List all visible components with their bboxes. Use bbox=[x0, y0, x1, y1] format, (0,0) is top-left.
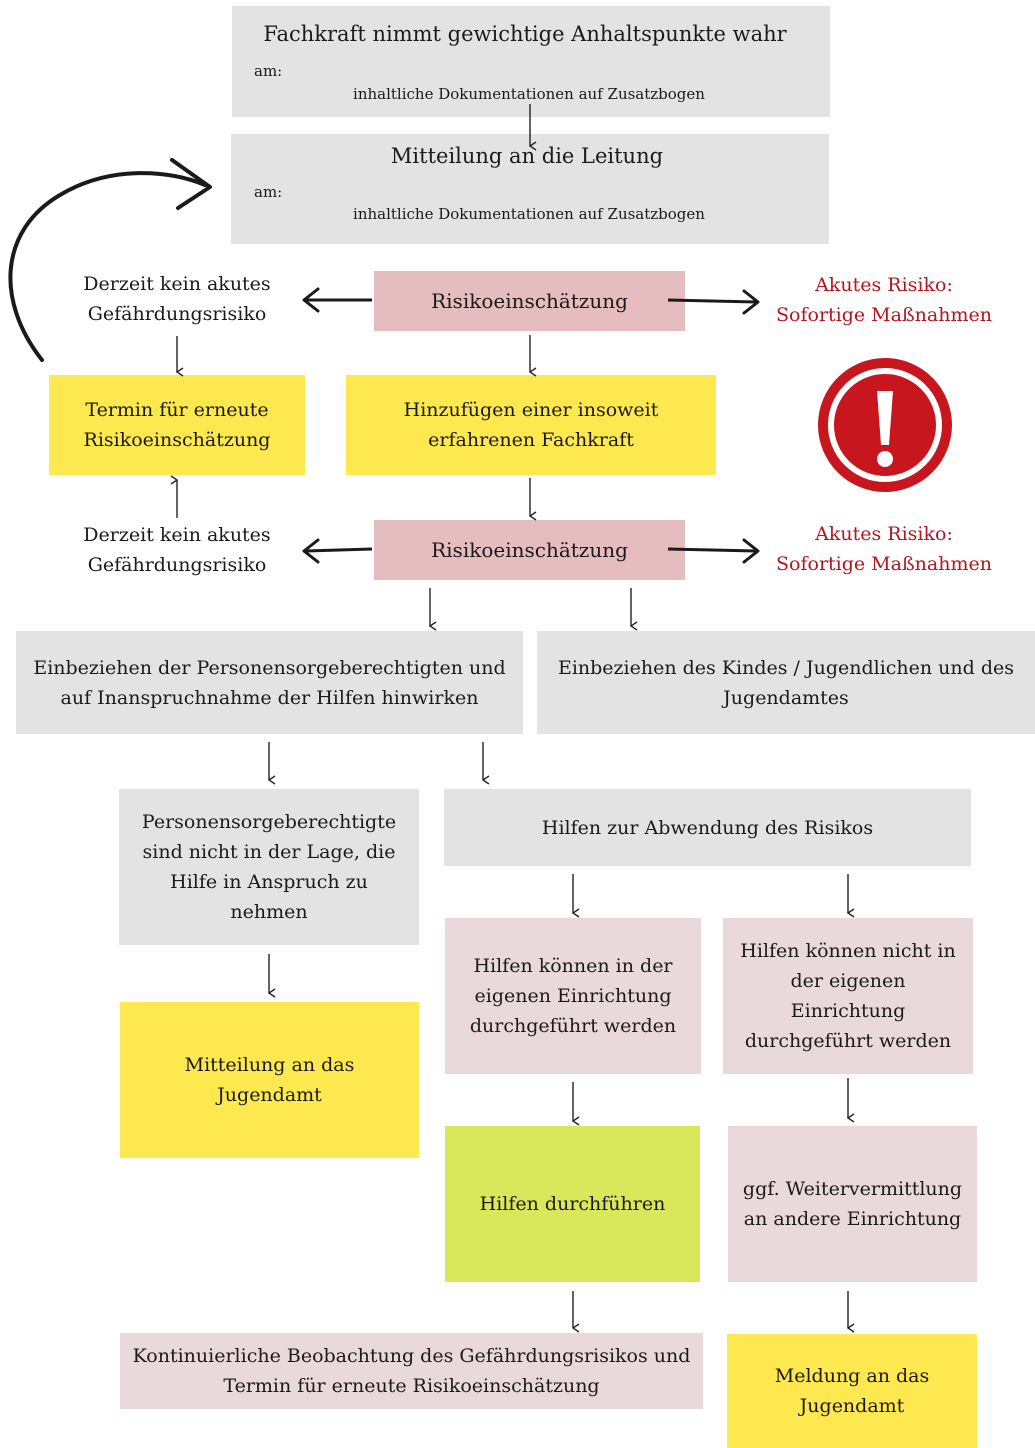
arrow-assess2-left bbox=[305, 547, 373, 553]
notify-youth-office: Mitteilung an das Jugendamt bbox=[120, 1002, 419, 1158]
referral-other-institution: ggf. Weitervermittlung an andere Einrich… bbox=[728, 1126, 977, 1282]
risk-assessment-1-label: Risikoeinschätzung bbox=[431, 289, 628, 313]
step-perceive-indicators bbox=[232, 6, 830, 117]
help-internal-label: Hilfen können in der eigenen Einrichtung… bbox=[469, 955, 677, 1037]
help-avert-risk: Hilfen zur Abwendung des Risikos bbox=[444, 789, 971, 866]
carry-out-help: Hilfen durchführen bbox=[445, 1126, 700, 1282]
help-internal: Hilfen können in der eigenen Einrichtung… bbox=[445, 918, 701, 1074]
report-youth-office: Meldung an das Jugendamt bbox=[727, 1334, 977, 1448]
risk-assessment-2: Risikoeinschätzung bbox=[374, 520, 685, 580]
step-notify-management-doc-note: inhaltliche Dokumentationen auf Zusatzbo… bbox=[353, 205, 705, 223]
arrow-feedback-head bbox=[170, 158, 212, 210]
notify-youth-office-label: Mitteilung an das Jugendamt bbox=[184, 1054, 355, 1106]
help-external: Hilfen können nicht in der eigenen Einri… bbox=[723, 918, 973, 1074]
involve-guardians-label: Einbeziehen der Personensorgeberechtigte… bbox=[33, 656, 506, 709]
warning-icon bbox=[817, 357, 953, 493]
involve-child-and-youth-office-label: Einbeziehen des Kindes / Jugendlichen un… bbox=[557, 656, 1015, 709]
arrow-assess2-right-head bbox=[742, 538, 760, 564]
risk-assessment-1: Risikoeinschätzung bbox=[374, 271, 685, 331]
guardians-unable: Personensorgeberechtigte sind nicht in d… bbox=[119, 789, 419, 945]
acute-risk-1-line1: Akutes Risiko: bbox=[815, 274, 953, 296]
no-acute-risk-1: Derzeit kein akutes Gefährdungsrisiko bbox=[83, 273, 271, 325]
risk-assessment-2-label: Risikoeinschätzung bbox=[431, 538, 628, 562]
add-experienced-specialist-label: Hinzufügen einer insoweit erfahrenen Fac… bbox=[403, 399, 659, 451]
guardians-unable-label: Personensorgeberechtigte sind nicht in d… bbox=[141, 811, 397, 923]
acute-risk-1-line2: Sofortige Maßnahmen bbox=[776, 304, 992, 326]
no-acute-risk-2: Derzeit kein akutes Gefährdungsrisiko bbox=[83, 524, 271, 576]
acute-risk-2-line2: Sofortige Maßnahmen bbox=[776, 553, 992, 575]
continuous-observation-label: Kontinuierliche Beobachtung des Gefährdu… bbox=[132, 1345, 691, 1397]
reassessment-appointment: Termin für erneute Risikoeinschätzung bbox=[49, 375, 305, 475]
step-notify-management-date-label: am: bbox=[254, 183, 283, 201]
step-perceive-indicators-date-label: am: bbox=[254, 62, 283, 80]
step-notify-management-title: Mitteilung an die Leitung bbox=[390, 144, 664, 168]
referral-other-institution-label: ggf. Weitervermittlung an andere Einrich… bbox=[742, 1178, 963, 1230]
involve-guardians: Einbeziehen der Personensorgeberechtigte… bbox=[16, 631, 523, 734]
help-external-label: Hilfen können nicht in der eigenen Einri… bbox=[740, 940, 956, 1052]
help-avert-risk-label: Hilfen zur Abwendung des Risikos bbox=[541, 816, 874, 839]
step-perceive-indicators-doc-note: inhaltliche Dokumentationen auf Zusatzbo… bbox=[353, 85, 705, 103]
arrow-assess1-right-head bbox=[742, 289, 760, 315]
reassessment-appointment-label: Termin für erneute Risikoeinschätzung bbox=[83, 399, 271, 451]
arrow-assess2-left-head bbox=[302, 538, 320, 564]
report-youth-office-label: Meldung an das Jugendamt bbox=[774, 1365, 930, 1417]
arrow-assess1-left-head bbox=[302, 287, 320, 313]
involve-child-and-youth-office: Einbeziehen des Kindes / Jugendlichen un… bbox=[537, 631, 1035, 734]
step-notify-management bbox=[231, 134, 829, 244]
arrow-assess2-right bbox=[667, 547, 757, 553]
continuous-observation: Kontinuierliche Beobachtung des Gefährdu… bbox=[120, 1333, 703, 1409]
acute-risk-2-line1: Akutes Risiko: bbox=[815, 523, 953, 545]
arrow-feedback-curve bbox=[8, 171, 207, 362]
step-perceive-indicators-title: Fachkraft nimmt gewichtige Anhaltspunkte… bbox=[263, 22, 787, 46]
add-experienced-specialist: Hinzufügen einer insoweit erfahrenen Fac… bbox=[346, 375, 716, 475]
carry-out-help-label: Hilfen durchführen bbox=[479, 1193, 666, 1215]
arrow-assess1-right bbox=[667, 298, 757, 304]
